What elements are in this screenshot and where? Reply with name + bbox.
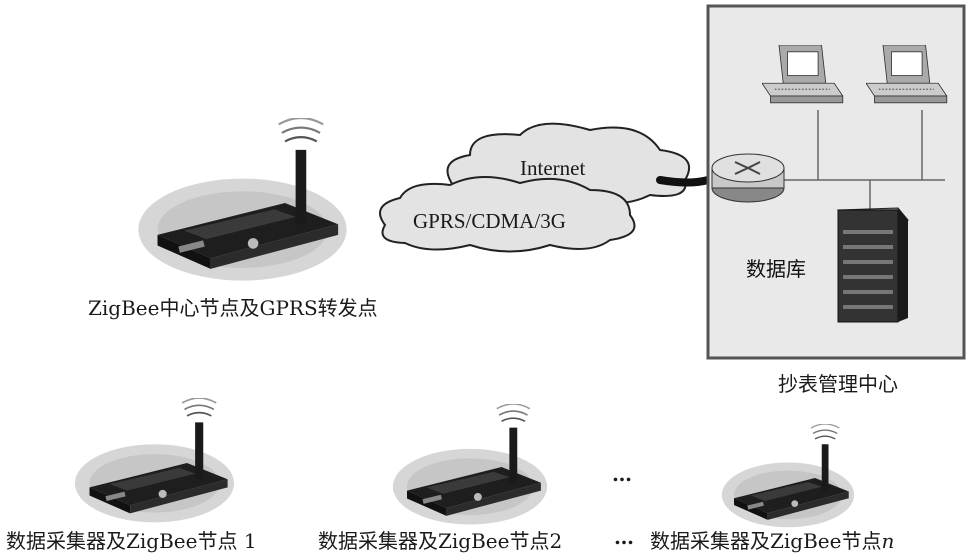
collector-n-prefix: 数据采集器及ZigBee节点 [650,529,882,553]
mobile-network-cloud-label: GPRS/CDMA/3G [413,209,566,233]
collector-device-icon [74,398,235,524]
collector-device-icon [392,404,548,526]
collector-n-label: 数据采集器及ZigBee节点n [650,525,894,554]
collector-2-label: 数据采集器及ZigBee节点2 [318,529,563,553]
management-center-label: 抄表管理中心 [778,372,898,396]
router-icon [711,153,785,203]
database-label: 数据库 [746,257,806,281]
collector-1-label: 数据采集器及ZigBee节点 1 [6,529,257,553]
cloud-link-line [656,176,712,187]
ellipsis-labels: … [614,525,634,549]
internet-cloud-label: Internet [520,156,586,180]
database-server-icon [836,207,910,323]
management-center-graphics [706,4,966,360]
collector-device-icon [721,424,855,528]
ellipsis-devices: … [612,462,632,486]
mobile-network-cloud-icon [379,175,636,253]
collector-n-suffix: n [881,529,895,553]
center-node-device-icon [137,118,348,282]
center-node-label: ZigBee中心节点及GPRS转发点 [88,296,378,320]
